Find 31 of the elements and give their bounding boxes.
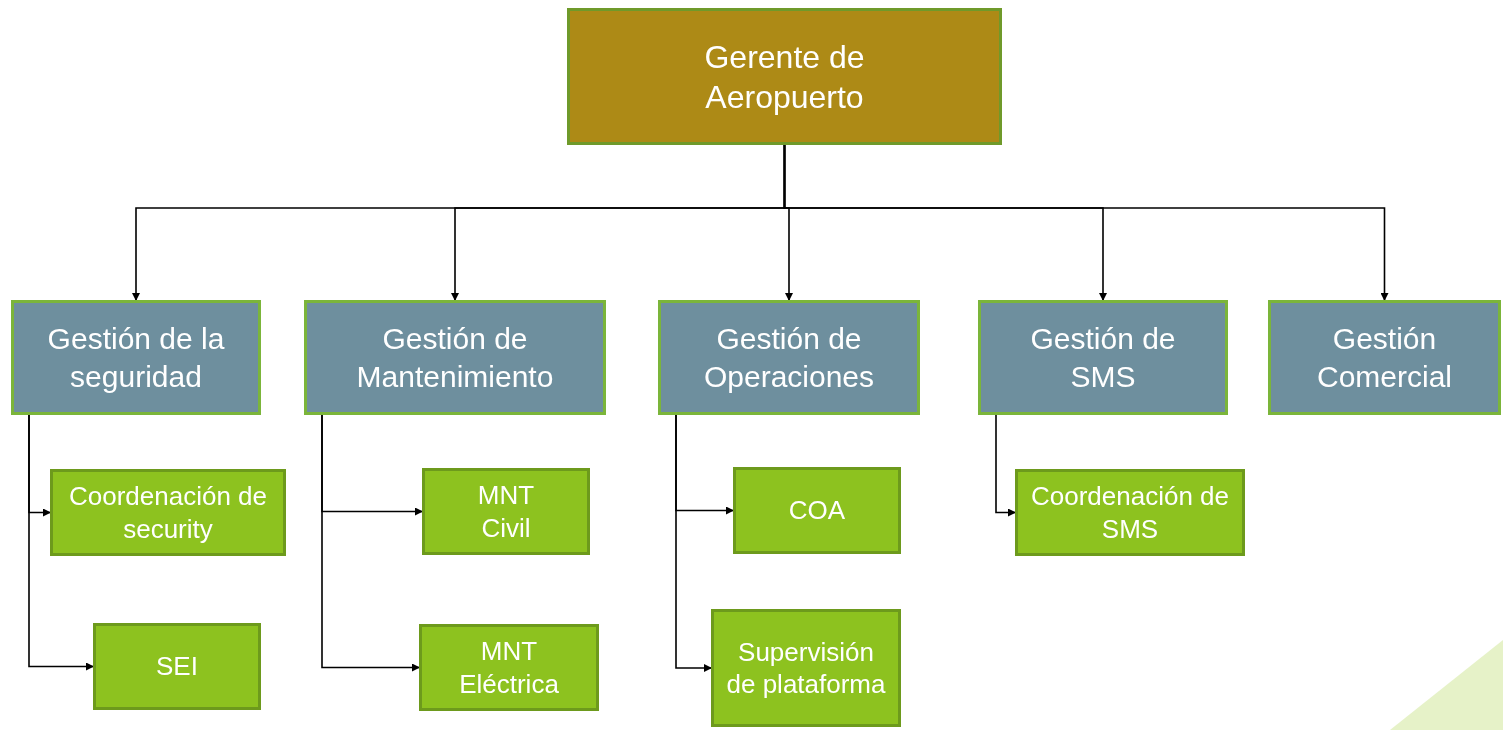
org-box (658, 300, 920, 415)
org-box (93, 623, 261, 710)
box-label: Coordenación de SMS (1029, 480, 1230, 545)
box-label: MNT Eléctrica (458, 635, 560, 700)
connector-arrow (783, 144, 1389, 301)
org-box (1268, 300, 1501, 415)
box-label: COA (788, 494, 846, 527)
connector-arrow (28, 414, 94, 671)
box-label: MNT Civil (476, 479, 536, 544)
connector-arrow (675, 414, 712, 672)
org-box (422, 468, 590, 555)
box-label: Gestión de SMS (1029, 321, 1177, 395)
org-box (419, 624, 599, 711)
connector-arrow (995, 414, 1016, 517)
box-label: Coordenación de security (67, 480, 268, 545)
org-box (978, 300, 1228, 415)
box-label: Supervisión de plataforma (725, 635, 887, 701)
box-label: Gestión Comercial (1316, 321, 1453, 395)
org-box (711, 609, 901, 727)
org-box (733, 467, 901, 554)
box-label: SEI (156, 650, 198, 683)
org-box (1015, 469, 1245, 556)
org-box (567, 8, 1002, 145)
box-label: Gestión de la seguridad (46, 321, 226, 395)
box-label: Gestión de Operaciones (702, 321, 876, 395)
box-label: Gestión de Mantenimiento (355, 321, 555, 395)
org-box (11, 300, 261, 415)
box-label: Gerente de Aeropuerto (703, 37, 866, 117)
connector-arrow (321, 414, 420, 672)
org-box (304, 300, 606, 415)
org-box (50, 469, 286, 556)
